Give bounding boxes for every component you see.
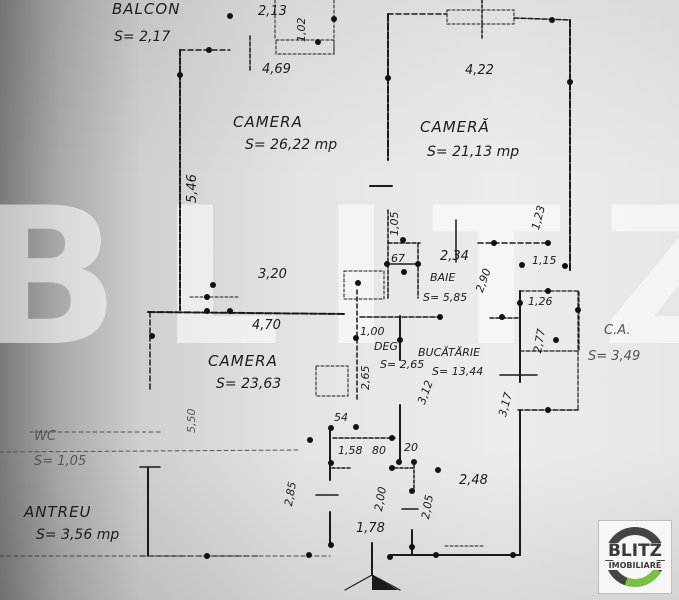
dim-wc-width: 1,58 <box>338 444 363 457</box>
dim-right-w: 1,15 <box>532 254 557 267</box>
room-area-bucatarie: S= 13,44 <box>432 365 484 378</box>
room-name-antreu: ANTREU <box>24 503 92 521</box>
dim-camera3-height: 5,50 <box>185 408 198 434</box>
dim-top-balcony: 2,13 <box>258 4 287 19</box>
dim-deg-height: 2,65 <box>359 365 372 391</box>
room-name-balcon: BALCON <box>112 0 181 18</box>
logo-brand: BLITZ <box>601 543 669 560</box>
dim-ca-width: 1,26 <box>528 295 553 308</box>
room-area-deg: S= 2,65 <box>380 358 425 371</box>
dim-camera1-height: 5,46 <box>185 174 200 203</box>
room-area-balcon: S= 2,17 <box>114 29 171 45</box>
dim-wc-door: 20 <box>404 441 418 454</box>
dim-baie-small: 67 <box>391 252 405 265</box>
dim-camera1-width: 4,69 <box>262 62 291 77</box>
room-area-camera3: S= 23,63 <box>216 376 282 392</box>
room-name-bucatarie: BUCĂTĂRIE <box>418 346 481 359</box>
dim-wc-top: 54 <box>334 411 348 424</box>
room-area-camera2: S= 21,13 mp <box>427 144 520 160</box>
room-name-wc: WC <box>34 429 56 444</box>
room-area-ca: S= 3,49 <box>588 349 641 364</box>
dim-wc-side: 80 <box>372 444 386 457</box>
dim-deg-width: 1,00 <box>360 325 385 338</box>
room-name-baie: BAIE <box>430 271 456 284</box>
room-name-camera1: CAMERA <box>233 113 303 131</box>
dim-camera2-width: 4,22 <box>465 63 494 78</box>
dim-baie-v-small: 1,05 <box>388 211 401 237</box>
room-area-camera1: S= 26,22 mp <box>245 137 338 153</box>
dim-top-balcony-v: 1,02 <box>295 17 308 43</box>
room-name-camera2: CAMERĂ <box>420 118 490 136</box>
room-name-ca: C.A. <box>604 323 631 338</box>
dim-camera3-top-width: 3,20 <box>258 267 287 282</box>
room-area-wc: S= 1,05 <box>34 454 87 469</box>
room-name-deg: DEG <box>374 340 398 353</box>
dim-antreu-width: 1,78 <box>356 521 385 536</box>
watermark: BLITZ <box>0 183 679 373</box>
room-area-antreu: S= 3,56 mp <box>36 527 120 543</box>
dim-baie-width: 2,34 <box>440 249 469 264</box>
room-area-baie: S= 5,85 <box>423 291 468 304</box>
room-name-camera3: CAMERA <box>208 352 278 370</box>
logo-subtitle: IMOBILIARE <box>601 561 669 570</box>
blitz-logo: BLITZ IMOBILIARE <box>598 520 672 594</box>
dim-hol-width: 2,48 <box>459 473 488 488</box>
dim-camera3-width: 4,70 <box>252 318 281 333</box>
